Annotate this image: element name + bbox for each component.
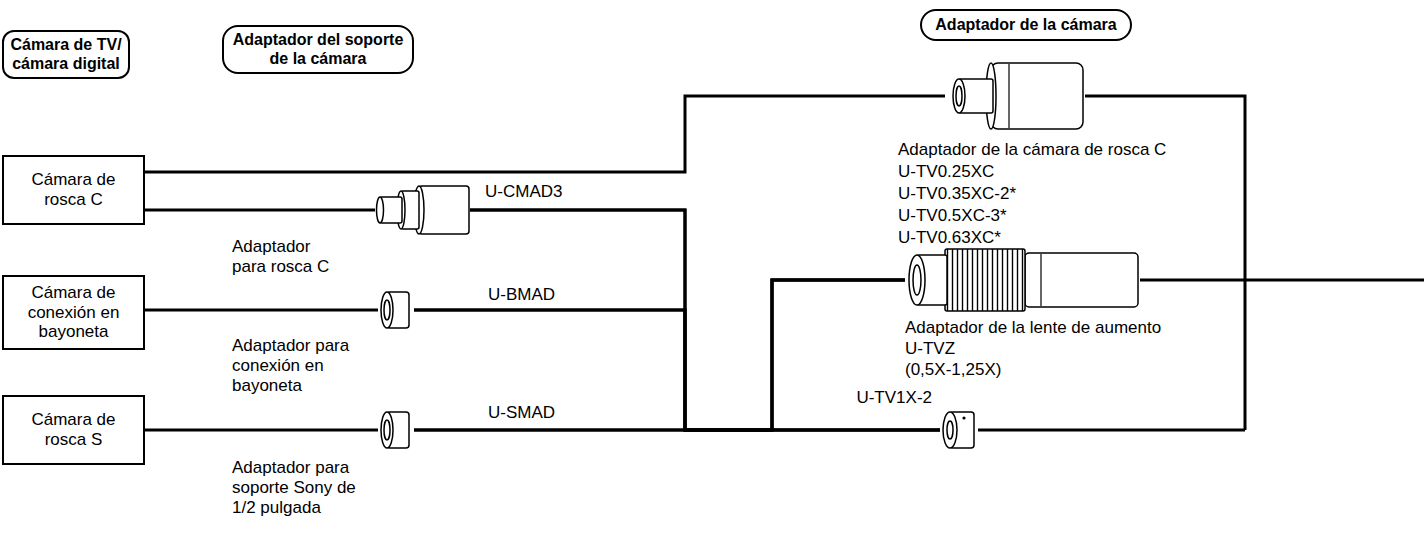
part-label: U-TV1X-2 [836, 388, 932, 408]
part-label: Adaptador de la cámara de rosca C [898, 140, 1166, 160]
node-label: Adaptador de la cámara [935, 16, 1116, 34]
part-label: Adaptador para rosca C [232, 237, 342, 277]
part-number: U-TV0.35XC-2* [898, 184, 1016, 204]
part-label: Adaptador de la lente de aumento [905, 318, 1161, 338]
adapter-icon [905, 245, 1140, 315]
camera-box: Cámara de rosca C [2, 155, 145, 225]
connector-line [414, 310, 940, 430]
section-heading: Adaptador de la cámara [920, 9, 1132, 41]
connector-line [145, 96, 945, 172]
zoom-adapter: Adaptador de la lente de aumentoU-TVZ(0,… [905, 245, 1140, 315]
connector-line [414, 280, 905, 430]
adapter-icon [945, 62, 1085, 130]
mount-adapter: Adaptador para conexión en bayonetaU-BMA… [378, 288, 414, 332]
mount-adapter: Adaptador para rosca CU-CMAD3 [375, 185, 470, 235]
mount-adapter: Adaptador para soporte Sony de 1/2 pulga… [378, 408, 414, 452]
part-number: U-TV0.25XC [898, 162, 994, 182]
connector-line [414, 280, 905, 430]
part-number: U-SMAD [488, 403, 555, 423]
connector-line [470, 210, 905, 430]
part-number: U-TV0.5XC-3* [898, 206, 1007, 226]
node-label: Cámara de rosca S [12, 410, 135, 449]
node-label: Cámara de rosca C [12, 170, 135, 209]
connector-line [470, 210, 940, 430]
connector-line [145, 429, 378, 432]
section-heading: Cámara de TV/ cámara digital [2, 30, 130, 79]
connector-line [414, 429, 940, 432]
adapter-icon [378, 408, 414, 452]
node-label: Adaptador del soporte de la cámara [230, 31, 406, 68]
part-number: U-BMAD [488, 285, 555, 305]
part-number: (0,5X-1,25X) [905, 360, 1001, 380]
connector-line [145, 309, 378, 312]
camera-adapter: Adaptador de la cámara de rosca CU-TV0.2… [945, 62, 1085, 130]
node-label: Cámara de TV/ cámara digital [10, 36, 122, 73]
camera-box: Cámara de rosca S [2, 395, 145, 465]
part-label: Adaptador para conexión en bayoneta [232, 336, 374, 396]
part-number: U-TV0.63XC* [898, 228, 1001, 248]
section-heading: Adaptador del soporte de la cámara [222, 25, 414, 74]
part-number: U-CMAD3 [485, 182, 562, 202]
camera-adapter: U-TV1X-2 [940, 410, 978, 450]
adapter-icon [940, 410, 978, 450]
node-label: Cámara de conexión en bayoneta [12, 283, 135, 342]
part-label: Adaptador para soporte Sony de 1/2 pulga… [232, 458, 374, 518]
connector-line [145, 209, 375, 212]
adapter-icon [375, 185, 470, 235]
camera-box: Cámara de conexión en bayoneta [2, 275, 145, 350]
adapter-icon [378, 288, 414, 332]
part-number: U-TVZ [905, 339, 955, 359]
